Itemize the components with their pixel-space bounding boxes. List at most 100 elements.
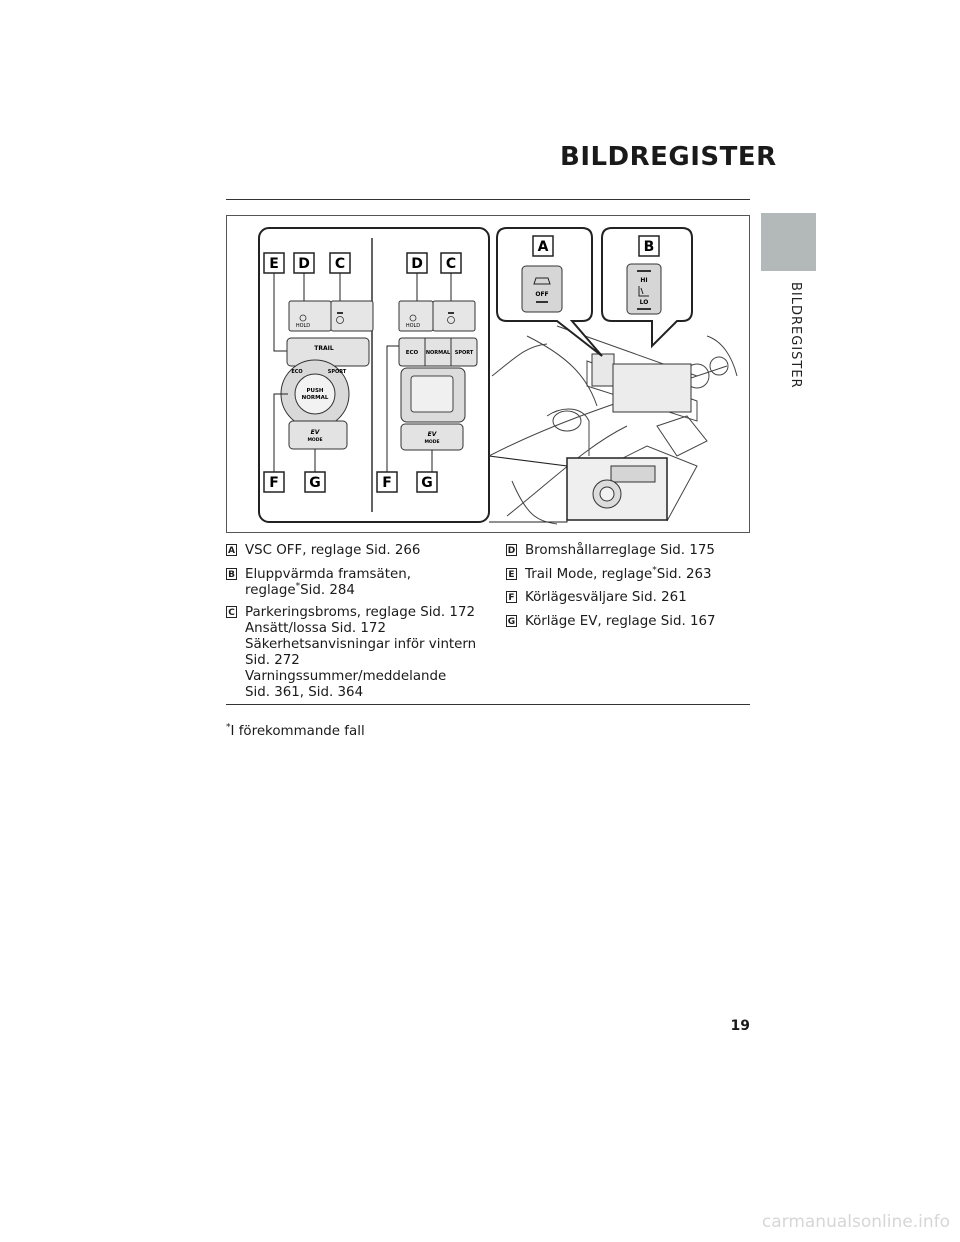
legend-c-line-1: Ansätt/lossa Sid. 172	[245, 621, 386, 636]
callout-g-left: G	[309, 475, 321, 491]
legend-item-b: B Eluppvärmda framsäten,reglage*Sid. 284	[226, 567, 411, 599]
callout-d-right: D	[411, 256, 423, 272]
callout-c: C	[335, 256, 345, 272]
legend-b-text: Eluppvärmda framsäten,reglage*Sid. 284	[245, 567, 411, 599]
ev-mode-button-left	[288, 420, 348, 450]
vsc-off-switch	[521, 265, 563, 313]
parking-icon-right	[447, 316, 455, 324]
callout-box-g-left	[304, 471, 326, 493]
badge-e: E	[506, 568, 517, 580]
legend-c-line-0: Parkeringsbroms, reglage Sid. 172	[245, 605, 475, 620]
watermark: carmanualsonline.info	[761, 1212, 950, 1232]
mode-button-row	[398, 337, 478, 367]
legend-right: D Bromshållarreglage Sid. 175 E Trail Mode…	[506, 543, 750, 643]
callout-g-right: G	[421, 475, 433, 491]
legend-c-line-5: Sid. 361, Sid. 364	[245, 685, 364, 700]
ev-symbol-right: EV	[428, 431, 438, 438]
legend-item-d: D Bromshållarreglage Sid. 175	[506, 543, 715, 559]
callout-group-top-left: E D C	[263, 252, 351, 274]
legend-e-post: Sid. 263	[656, 567, 712, 582]
zoom-wedge	[488, 455, 568, 523]
ev-mode-label-right: MODE	[424, 439, 439, 445]
dial-push-label: PUSH	[306, 388, 323, 394]
vsc-switch-spot	[591, 353, 615, 387]
inset-dial-center	[599, 486, 615, 502]
callout-box-g-right	[416, 471, 438, 493]
eco-button-label: ECO	[406, 350, 419, 356]
seat-hi-label: HI	[640, 277, 647, 284]
leader-f-right	[386, 345, 399, 472]
legend-e-sup: *	[652, 565, 657, 576]
legend-g-text: Körläge EV, reglage Sid. 167	[525, 614, 716, 629]
footnote-mark: *	[226, 722, 231, 733]
shift-inner	[410, 375, 454, 413]
legend-c-line-4: Varningssummer/meddelande	[245, 669, 447, 684]
side-tab	[761, 213, 816, 271]
seat-heater-switch	[626, 263, 662, 315]
legend-c-line-2: Säkerhetsanvisningar inför vintern	[245, 637, 477, 652]
vsc-off-label: OFF	[535, 291, 548, 298]
callout-e: E	[269, 256, 279, 272]
leader-f-left	[273, 393, 288, 472]
callout-b: B	[644, 239, 655, 255]
trail-button	[286, 337, 370, 367]
legend-item-g: G Körläge EV, reglage Sid. 167	[506, 614, 716, 630]
dial-sport-label: SPORT	[328, 369, 347, 375]
badge-b: B	[226, 568, 237, 580]
illustration-svg: E D C HOLD TRAIL ECO SPORT PUSH NORMAL E…	[258, 227, 738, 525]
legend-a-text: VSC OFF, reglage Sid. 266	[245, 543, 421, 558]
skid-icon	[533, 277, 551, 285]
footnote: *I förekommande fall	[226, 722, 365, 739]
hold-label-right: HOLD	[406, 323, 420, 329]
parking-icon-left	[336, 316, 344, 324]
badge-f: F	[506, 591, 517, 603]
callout-box-b	[638, 235, 660, 257]
badge-d: D	[506, 544, 517, 556]
legend-item-e: E Trail Mode, reglage*Sid. 263	[506, 565, 712, 583]
header-rule	[226, 199, 750, 200]
seat-lo-label: LO	[640, 299, 649, 306]
callout-f-left: F	[269, 475, 279, 491]
callout-a: A	[538, 239, 549, 255]
parking-led-right	[448, 312, 454, 314]
mode-dial-inner	[294, 373, 336, 415]
hold-icon-left	[299, 314, 307, 322]
legend-d-text: Bromshållarreglage Sid. 175	[525, 543, 715, 558]
leader-e	[273, 273, 287, 352]
hold-icon-right	[409, 314, 417, 322]
legend-e-text: Trail Mode, reglage*Sid. 263	[525, 565, 712, 583]
callout-d: D	[298, 256, 310, 272]
legend-e-pre: Trail Mode, reglage	[525, 567, 653, 582]
page-number: 19	[730, 1018, 750, 1034]
callout-f-right: F	[382, 475, 392, 491]
seat-hi-led	[637, 270, 651, 272]
sport-button-label: SPORT	[455, 350, 474, 356]
dial-eco-label: ECO	[291, 369, 302, 375]
legend-c-line-3: Sid. 272	[245, 653, 300, 668]
legend-b-line1: Eluppvärmda framsäten,	[245, 567, 411, 582]
parking-switch-right	[432, 300, 476, 332]
trail-label: TRAIL	[314, 345, 334, 352]
legend-rule	[226, 704, 750, 705]
parking-switch-left	[330, 300, 374, 332]
badge-g: G	[506, 615, 517, 627]
parking-led-left	[337, 312, 343, 314]
seat-lo-led	[637, 308, 651, 310]
switch-illustration: E D C HOLD TRAIL ECO SPORT PUSH NORMAL E…	[226, 215, 750, 533]
normal-button-label: NORMAL	[426, 350, 451, 356]
legend-b-line2-pre: reglage	[245, 583, 296, 598]
footnote-text: I förekommande fall	[230, 724, 365, 739]
seat-heater-spot	[612, 363, 692, 413]
callout-box-a	[532, 235, 554, 257]
inset-buttons	[610, 465, 656, 483]
legend-b-line2-post: Sid. 284	[300, 583, 355, 598]
hold-label-left: HOLD	[296, 323, 310, 329]
ev-mode-label-left: MODE	[307, 437, 322, 443]
side-tab-label: BILDREGISTER	[788, 282, 803, 389]
callout-box-f-right	[376, 471, 398, 493]
